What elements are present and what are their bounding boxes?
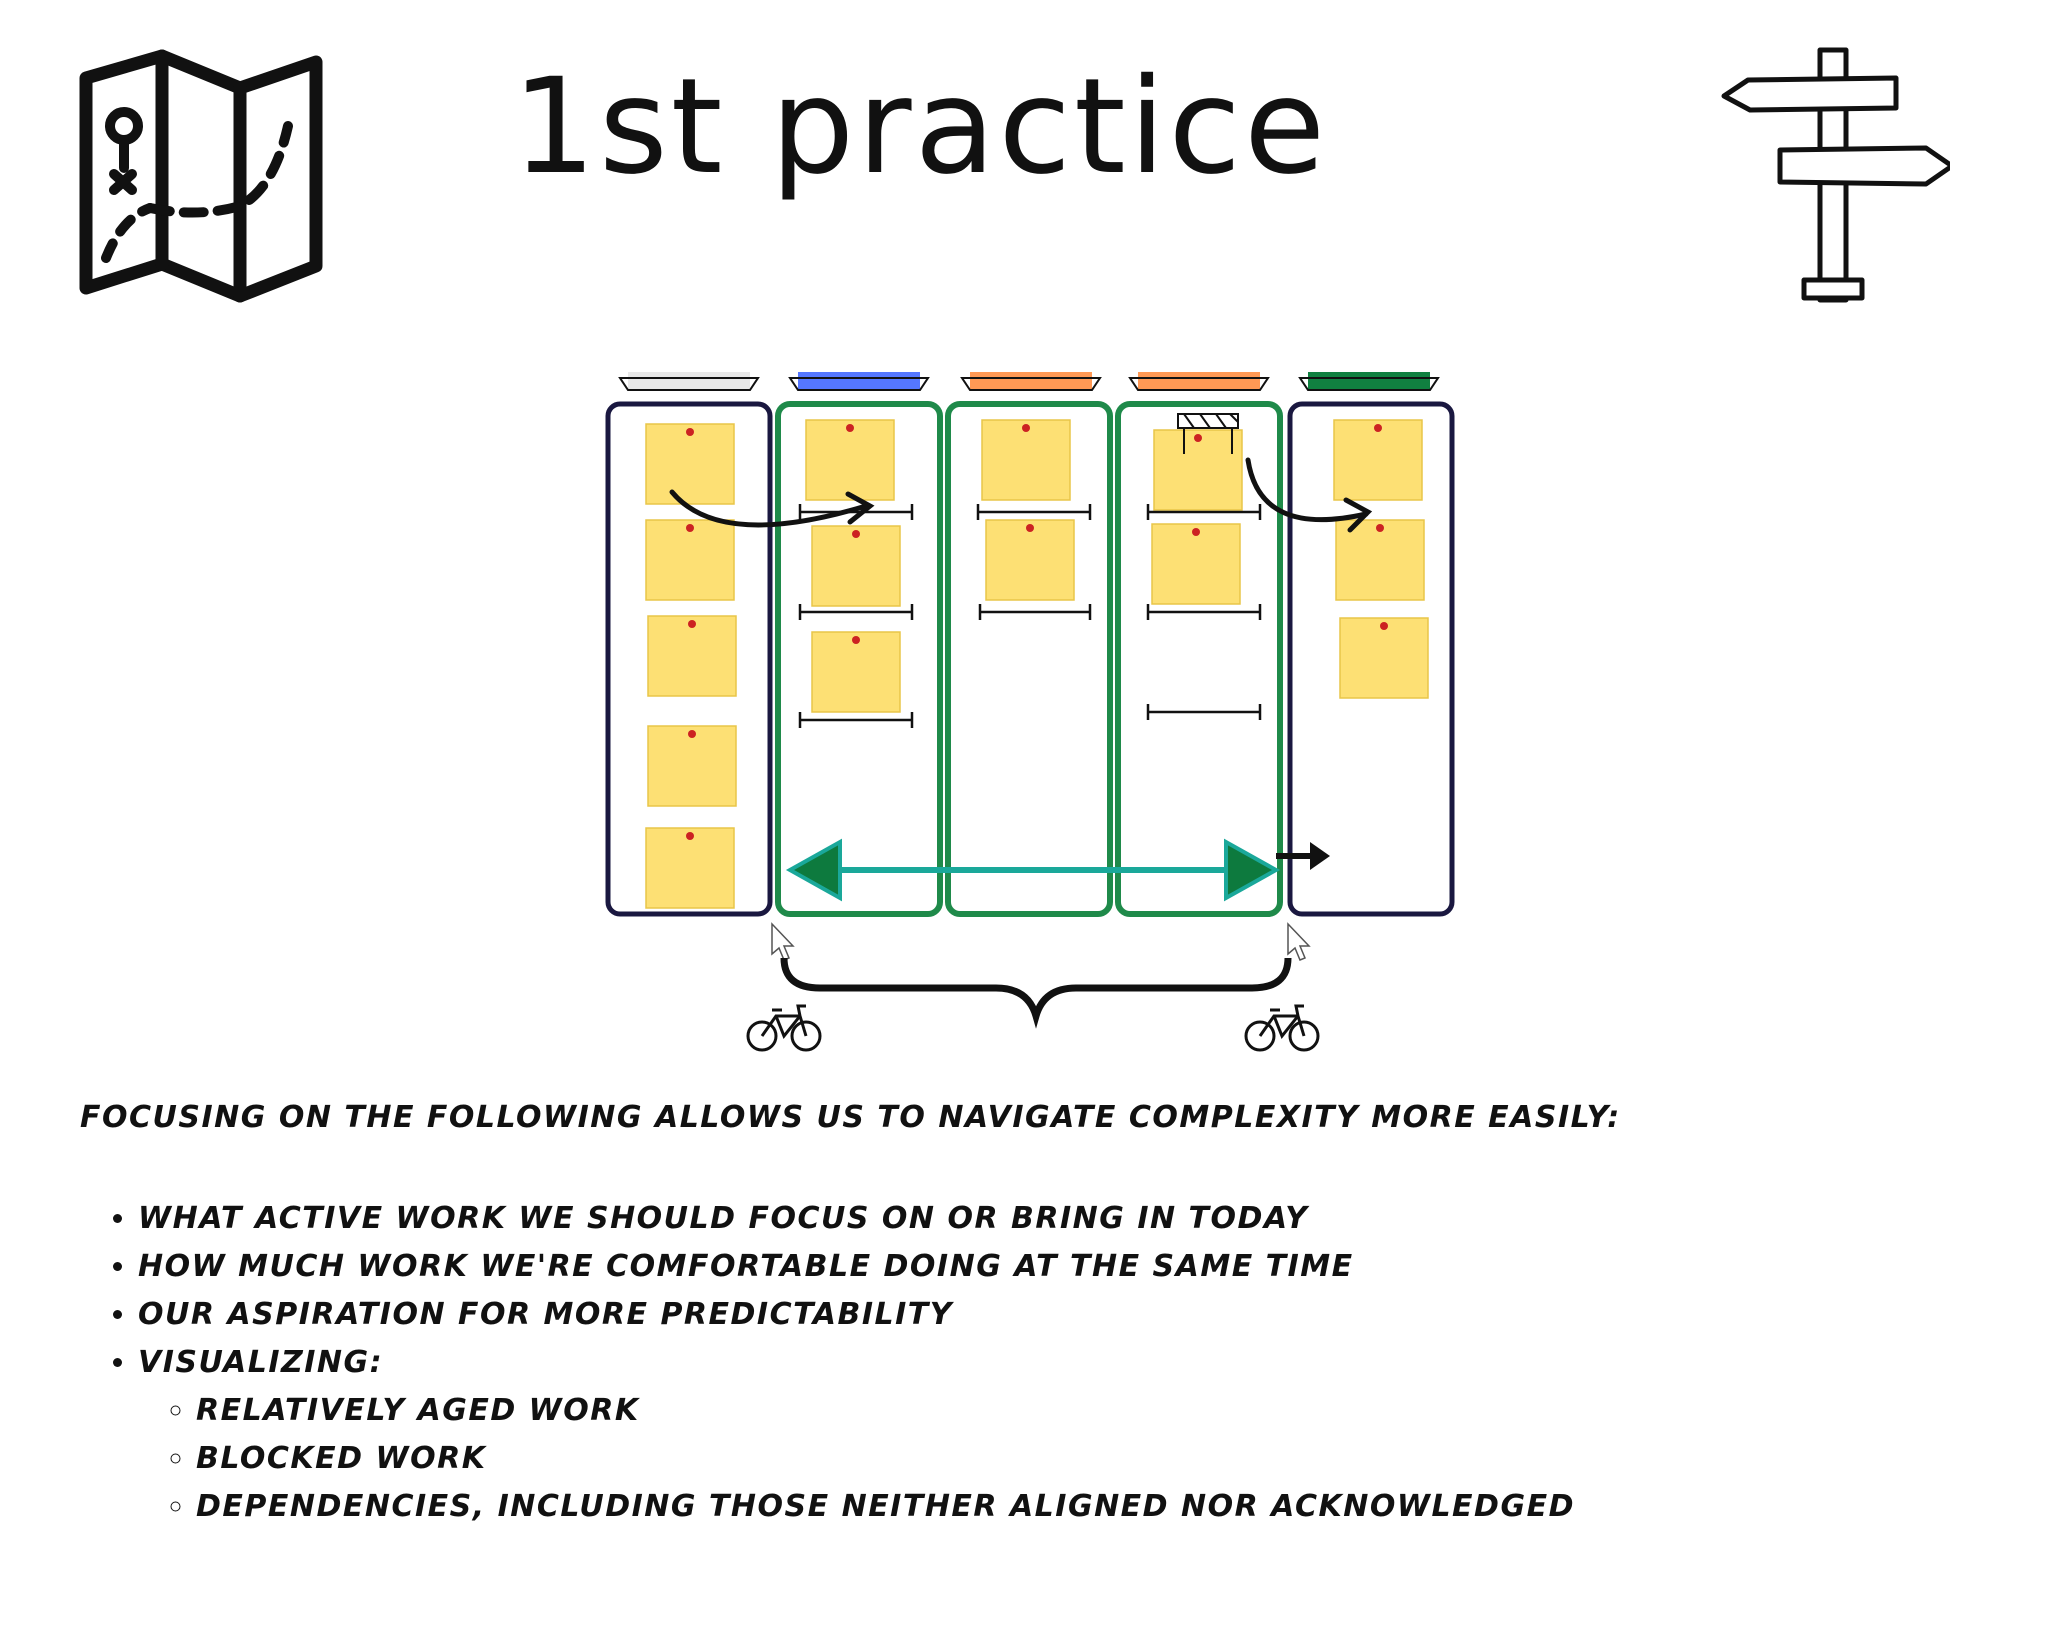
sticky-note — [811, 631, 901, 713]
signpost-icon — [1721, 47, 1950, 303]
wip-span-arrow — [785, 838, 1281, 902]
cursor-icon — [771, 922, 795, 961]
sticky-note — [1151, 523, 1241, 605]
intro-text: Focusing on the following allows us to n… — [80, 1100, 1621, 1135]
cursor-icon — [1287, 922, 1311, 961]
sticky-note — [647, 725, 737, 807]
content: Focusing on the following allows us to n… — [80, 1100, 1900, 1531]
list-item: How much work we're comfortable doing at… — [138, 1243, 1900, 1291]
bullet-list: What active work we should focus on or b… — [80, 1195, 1900, 1531]
sticky-note — [645, 423, 735, 505]
curved-arrow-icon — [669, 457, 1373, 533]
sticky-note — [647, 615, 737, 697]
page-title: 1st practice — [512, 50, 1329, 204]
kanban-board-diagram — [605, 372, 1455, 1052]
sub-bullet-list: Relatively aged work Blocked work Depend… — [138, 1387, 1900, 1531]
list-item-label: Visualizing: — [138, 1345, 384, 1380]
column-header-4 — [1128, 372, 1270, 391]
sub-list-item: Dependencies, including those neither al… — [196, 1483, 1900, 1531]
barrier-icon — [1177, 413, 1239, 454]
column-header-3 — [960, 372, 1102, 391]
column-header-1 — [618, 372, 760, 391]
sticky-note — [1333, 419, 1423, 501]
sticky-note — [1153, 429, 1243, 511]
list-item: Our aspiration for more predictability — [138, 1291, 1900, 1339]
sticky-note — [645, 827, 735, 909]
sticky-note — [645, 519, 735, 601]
sticky-note — [1339, 617, 1429, 699]
bicycle-icon — [746, 1004, 822, 1052]
lead-time-brace — [780, 957, 1292, 1029]
column-header-5 — [1298, 372, 1440, 391]
sticky-note — [811, 525, 901, 607]
exit-arrow — [1276, 842, 1330, 870]
sticky-note — [985, 519, 1075, 601]
folded-map-icon — [79, 49, 323, 303]
list-item: Visualizing: Relatively aged work Blocke… — [138, 1339, 1900, 1531]
sub-list-item: Blocked work — [196, 1435, 1900, 1483]
sticky-note — [981, 419, 1071, 501]
sticky-note — [805, 419, 895, 501]
list-item: What active work we should focus on or b… — [138, 1195, 1900, 1243]
bicycle-icon — [1244, 1004, 1320, 1052]
wip-limit-lines — [798, 504, 1262, 728]
sub-list-item: Relatively aged work — [196, 1387, 1900, 1435]
column-header-2 — [788, 372, 930, 391]
